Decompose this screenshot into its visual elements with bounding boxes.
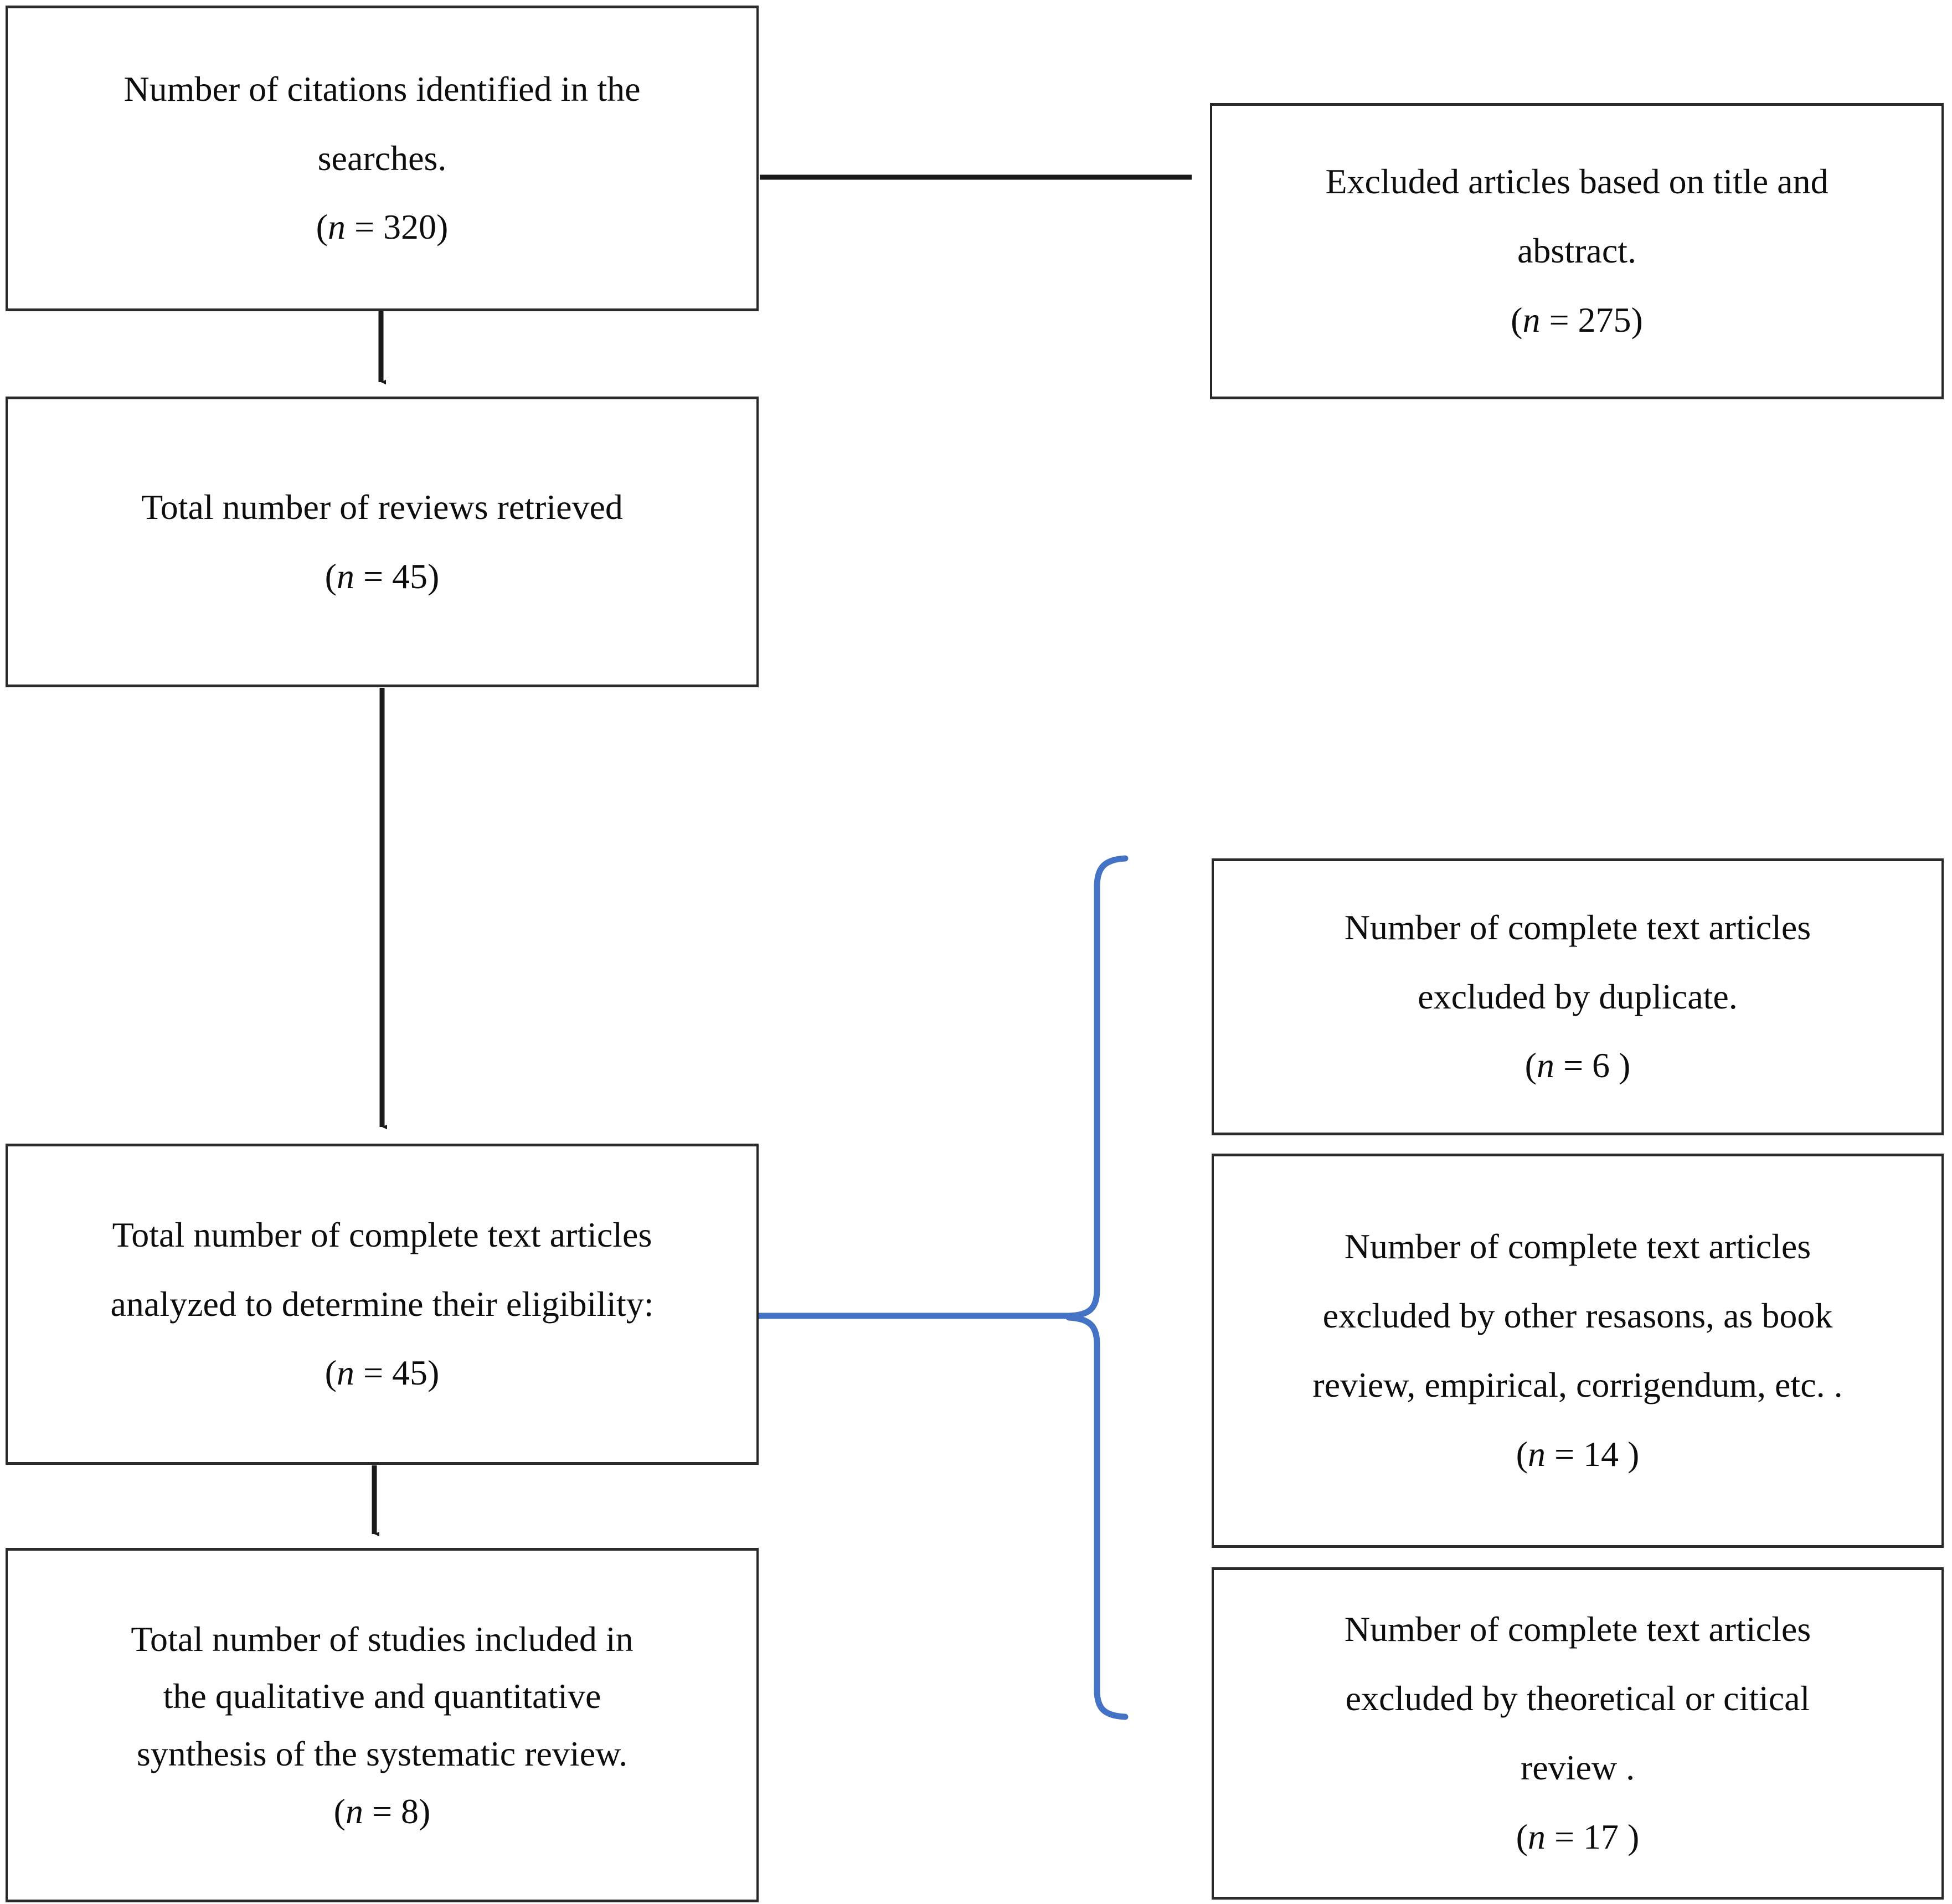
count-equals: = xyxy=(354,556,393,596)
node-line: Excluded articles based on title and xyxy=(1325,162,1829,202)
count-value: 14 xyxy=(1583,1434,1619,1474)
count-equals: = xyxy=(363,1791,401,1831)
node-line: analyzed to determine their eligibility: xyxy=(110,1284,654,1324)
count-variable: n xyxy=(1527,1816,1546,1856)
node-count: (n = 17 ) xyxy=(1516,1803,1640,1872)
count-open-paren: ( xyxy=(1516,1816,1528,1856)
count-close-paren: ) xyxy=(1631,300,1643,339)
count-open-paren: ( xyxy=(1516,1434,1528,1474)
count-variable: n xyxy=(336,1353,354,1393)
node-count: (n = 275) xyxy=(1511,286,1643,355)
count-close-paren: ) xyxy=(428,556,440,596)
count-variable: n xyxy=(1536,1046,1554,1085)
count-variable: n xyxy=(1527,1434,1546,1474)
node-line: searches. xyxy=(317,138,447,178)
node-studies-included-in-synthesis: Total number of studies included in the … xyxy=(6,1548,759,1902)
node-reviews-retrieved: Total number of reviews retrieved (n = 4… xyxy=(6,397,759,687)
count-equals: = xyxy=(1540,300,1578,339)
node-count: (n = 14 ) xyxy=(1516,1420,1640,1489)
count-equals: = xyxy=(345,207,384,247)
count-equals: = xyxy=(1545,1434,1584,1474)
node-count: (n = 6 ) xyxy=(1525,1031,1631,1100)
count-value: 6 xyxy=(1592,1046,1610,1085)
node-count: (n = 320) xyxy=(316,193,449,262)
node-excluded-by-duplicate: Number of complete text articles exclude… xyxy=(1212,858,1944,1135)
count-variable: n xyxy=(327,207,346,247)
count-close-paren: ) xyxy=(1610,1046,1631,1085)
node-line: Total number of reviews retrieved xyxy=(141,487,623,527)
count-close-paren: ) xyxy=(436,207,449,247)
node-line: Number of complete text articles xyxy=(1344,907,1811,947)
count-value: 8 xyxy=(401,1791,419,1831)
node-line: Number of complete text articles xyxy=(1344,1227,1811,1267)
count-close-paren: ) xyxy=(419,1791,431,1831)
node-line: review, empirical, corrigendum, etc. . xyxy=(1312,1365,1843,1404)
node-line: synthesis of the systematic review. xyxy=(136,1734,628,1773)
node-excluded-by-other-reasons: Number of complete text articles exclude… xyxy=(1212,1154,1944,1548)
count-open-paren: ( xyxy=(316,207,328,247)
curly-brace-eligibility-exclusions xyxy=(749,855,1129,1720)
node-count: (n = 8) xyxy=(334,1783,431,1840)
node-citations-identified: Number of citations identified in the se… xyxy=(6,6,759,311)
count-value: 45 xyxy=(392,556,428,596)
count-variable: n xyxy=(1522,300,1541,339)
node-excluded-by-title-abstract: Excluded articles based on title and abs… xyxy=(1210,103,1944,399)
count-value: 45 xyxy=(392,1353,428,1393)
node-count: (n = 45) xyxy=(325,542,440,611)
count-open-paren: ( xyxy=(325,1353,337,1393)
node-articles-analyzed-for-eligibility: Total number of complete text articles a… xyxy=(6,1144,759,1465)
node-line: Total number of complete text articles xyxy=(112,1215,652,1254)
count-close-paren: ) xyxy=(1619,1434,1640,1474)
count-equals: = xyxy=(1545,1816,1584,1856)
node-line: excluded by duplicate. xyxy=(1418,976,1738,1016)
count-equals: = xyxy=(354,1353,393,1393)
node-line: Number of complete text articles xyxy=(1344,1609,1811,1649)
count-close-paren: ) xyxy=(1619,1816,1640,1856)
count-close-paren: ) xyxy=(428,1353,440,1393)
count-equals: = xyxy=(1554,1046,1593,1085)
node-line: Total number of studies included in xyxy=(131,1619,634,1659)
count-value: 320 xyxy=(383,207,437,247)
count-variable: n xyxy=(336,556,354,596)
node-line: excluded by other resasons, as book xyxy=(1322,1296,1833,1336)
count-variable: n xyxy=(345,1791,363,1831)
count-value: 275 xyxy=(1578,300,1631,339)
node-line: Number of citations identified in the xyxy=(123,69,641,109)
node-line: abstract. xyxy=(1517,231,1636,271)
count-open-paren: ( xyxy=(333,1791,346,1831)
node-count: (n = 45) xyxy=(325,1339,440,1408)
node-line: the qualitative and quantitative xyxy=(163,1676,601,1716)
node-line: excluded by theoretical or citical xyxy=(1345,1679,1810,1718)
node-line: review . xyxy=(1520,1748,1635,1787)
count-value: 17 xyxy=(1583,1816,1619,1856)
count-open-paren: ( xyxy=(1524,1046,1537,1085)
node-excluded-by-theoretical-or-critical-review: Number of complete text articles exclude… xyxy=(1212,1567,1944,1900)
count-open-paren: ( xyxy=(1511,300,1523,339)
count-open-paren: ( xyxy=(325,556,337,596)
